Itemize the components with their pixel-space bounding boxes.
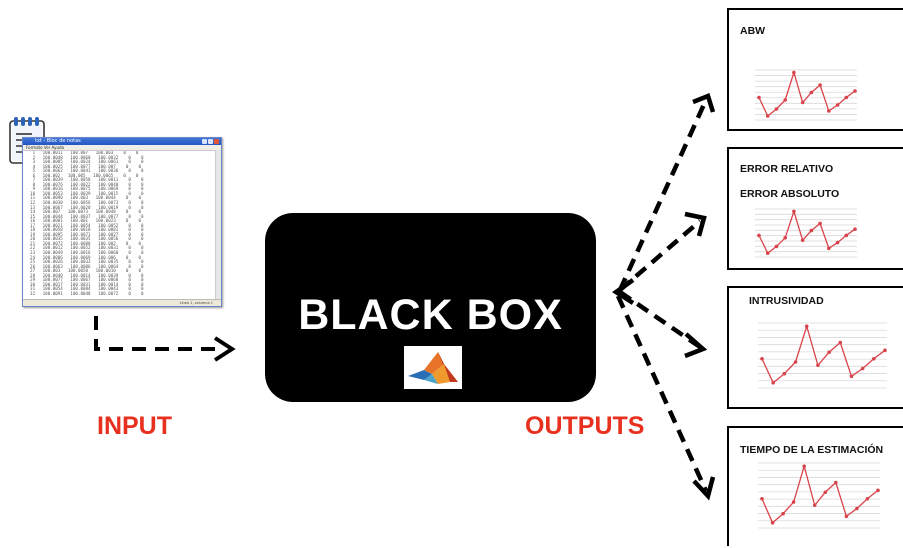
series-point <box>844 95 849 100</box>
series-point <box>757 233 761 238</box>
panel-title: ERROR RELATIVO <box>740 163 834 175</box>
output-arrow-tiempo <box>615 295 709 492</box>
series-point <box>783 236 787 240</box>
series-point <box>800 238 805 242</box>
series-point <box>770 521 775 525</box>
series-line <box>761 323 886 384</box>
series-point <box>816 363 820 368</box>
series-point <box>849 374 854 379</box>
series-point <box>872 356 876 361</box>
series-point <box>876 488 880 493</box>
maximize-icon <box>208 139 213 144</box>
series-point <box>774 244 779 249</box>
outputs-caption: OUTPUTS <box>525 412 645 440</box>
panel-title: ABW <box>740 25 766 37</box>
notepad-scrollbar <box>215 150 221 300</box>
series-point <box>793 360 798 364</box>
series-point <box>765 114 770 118</box>
input-arrow <box>94 316 224 351</box>
notepad-statusbar: Línea 1, columna 1 <box>23 299 221 306</box>
output-panel-intrusividad: INTRUSIVIDAD <box>727 286 903 409</box>
series-point <box>827 350 831 355</box>
series-point <box>792 70 796 75</box>
notepad-title: txt - Bloc de notas <box>35 138 81 144</box>
panel-title: ERROR ABSOLUTO <box>740 188 840 200</box>
arrowhead-tiempo <box>692 476 716 501</box>
series-point <box>757 95 761 100</box>
arrowhead-error <box>684 211 707 237</box>
black-box: BLACK BOX <box>265 213 596 402</box>
series-point <box>855 506 859 511</box>
matlab-logo-icon <box>404 346 462 389</box>
series-line <box>758 70 856 118</box>
series-point <box>771 381 775 385</box>
series-point <box>760 356 764 361</box>
panel-title: TIEMPO DE LA ESTIMACIÓN <box>740 444 884 456</box>
mini-line-chart <box>755 208 857 258</box>
series-point <box>844 233 849 238</box>
notepad-menubar: Formato Ver Ayuda <box>23 145 221 150</box>
series-point <box>782 371 787 376</box>
series-line <box>758 209 856 255</box>
output-panel-tiempo: TIEMPO DE LA ESTIMACIÓN <box>727 426 903 546</box>
mini-line-chart <box>758 462 880 529</box>
output-arrow-intrusividad <box>618 290 702 349</box>
minimize-icon <box>202 139 207 144</box>
arrowhead-abw <box>692 93 716 113</box>
series-point <box>765 251 770 255</box>
notepad-titlebar: txt - Bloc de notas <box>23 138 221 145</box>
notepad-window: txt - Bloc de notas Formato Ver Ayuda 1 … <box>22 137 222 307</box>
input-arrowhead <box>213 336 236 362</box>
series-point <box>809 90 814 95</box>
series-point <box>835 103 840 107</box>
series-point <box>853 227 857 231</box>
series-point <box>804 324 809 329</box>
series-point <box>883 348 887 353</box>
series-point <box>827 109 831 113</box>
output-arrow-error <box>618 219 702 292</box>
arrowhead-origin <box>611 278 635 305</box>
series-point <box>827 246 831 251</box>
series-point <box>835 240 840 245</box>
output-panel-error: ERROR RELATIVO ERROR ABSOLUTO <box>727 147 903 270</box>
series-point <box>800 100 805 105</box>
series-point <box>791 500 796 504</box>
series-point <box>834 480 838 485</box>
series-point <box>818 221 822 226</box>
mini-line-chart <box>758 322 887 389</box>
output-arrow-abw <box>617 99 709 291</box>
series-point <box>783 98 787 102</box>
output-panel-abw: ABW <box>727 8 903 131</box>
series-point <box>792 209 796 214</box>
series-point <box>809 228 814 233</box>
series-point <box>853 89 857 93</box>
series-point <box>865 496 870 501</box>
mini-line-chart <box>755 69 857 121</box>
series-point <box>818 83 822 87</box>
series-point <box>812 503 817 508</box>
series-point <box>774 107 779 111</box>
series-point <box>844 514 849 519</box>
series-point <box>760 496 764 501</box>
series-point <box>802 464 806 469</box>
series-point <box>823 490 828 495</box>
series-line <box>761 463 879 524</box>
series-point <box>838 340 843 345</box>
black-box-label: BLACK BOX <box>298 291 563 339</box>
close-icon <box>214 139 219 144</box>
notepad-data-text: 1 100.0011 100.007 100.003 0 0 2 100.004… <box>23 150 221 298</box>
series-point <box>781 511 785 516</box>
series-point <box>860 366 865 371</box>
panel-title: INTRUSIVIDAD <box>749 295 824 307</box>
input-caption: INPUT <box>97 412 172 440</box>
arrowhead-intrusividad <box>684 332 708 359</box>
